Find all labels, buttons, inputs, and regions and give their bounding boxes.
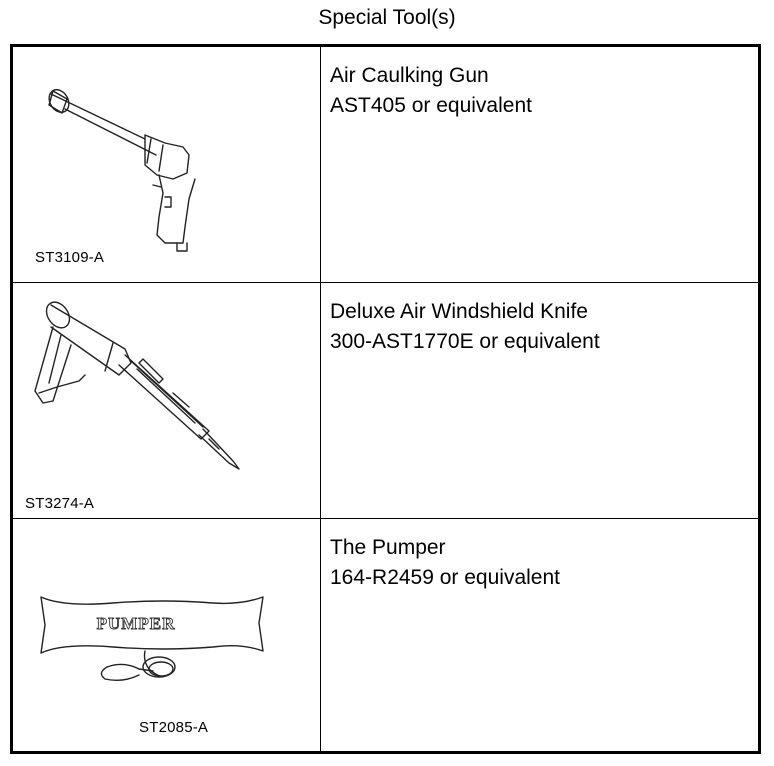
caulking-gun-icon: [48, 88, 196, 252]
image-code: ST2085-A: [139, 719, 209, 736]
tool-description: The Pumper 164-R2459 or equivalent: [322, 519, 758, 751]
tool-image-cell: ST3109-A: [13, 47, 321, 282]
tool-row-pumper: PUMPER ST2085-A The Pumper 164-R2459 or …: [13, 519, 758, 751]
page-title: Special Tool(s): [318, 6, 456, 29]
tool-description: Air Caulking Gun AST405 or equivalent: [322, 47, 758, 282]
tool-image-cell: ST3274-A: [13, 283, 321, 518]
image-code: ST3274-A: [25, 495, 95, 512]
tool-part-number: 164-R2459 or equivalent: [330, 566, 560, 589]
windshield-knife-icon: [34, 301, 240, 470]
tool-name: Air Caulking Gun: [330, 64, 489, 87]
tool-image-cell: PUMPER ST2085-A: [13, 519, 321, 751]
pumper-icon: PUMPER: [40, 596, 264, 682]
image-code: ST3109-A: [35, 249, 105, 266]
pumper-label: PUMPER: [97, 614, 176, 633]
tool-row-caulking-gun: ST3109-A Air Caulking Gun AST405 or equi…: [13, 47, 758, 283]
tool-name: Deluxe Air Windshield Knife: [330, 300, 588, 323]
tool-description: Deluxe Air Windshield Knife 300-AST1770E…: [322, 283, 758, 518]
tool-part-number: AST405 or equivalent: [330, 94, 532, 117]
tool-part-number: 300-AST1770E or equivalent: [330, 330, 600, 353]
tool-row-windshield-knife: ST3274-A Deluxe Air Windshield Knife 300…: [13, 283, 758, 519]
special-tools-table: ST3109-A Air Caulking Gun AST405 or equi…: [10, 44, 761, 754]
tool-name: The Pumper: [330, 536, 446, 559]
